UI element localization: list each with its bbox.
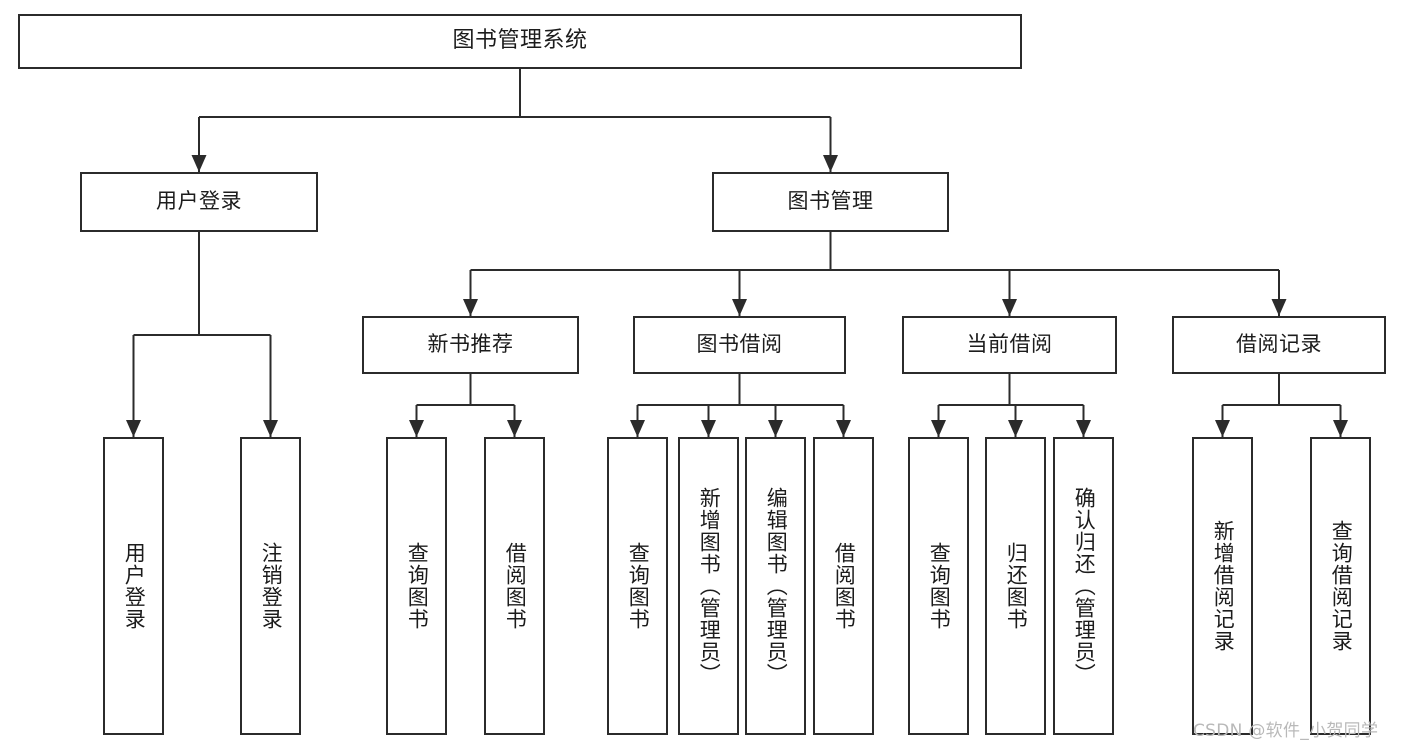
node-label: 新增借阅记录 <box>1211 520 1236 652</box>
node-leaf-add-record[interactable]: 新增借阅记录 <box>1192 437 1253 735</box>
node-book-borrow[interactable]: 图书借阅 <box>633 316 846 374</box>
node-leaf-query-book-3[interactable]: 查询图书 <box>908 437 969 735</box>
arrowhead-icon <box>409 420 424 437</box>
node-user-login[interactable]: 用户登录 <box>80 172 318 232</box>
node-label: 查询图书 <box>405 542 430 630</box>
arrowhead-icon <box>1271 299 1287 316</box>
node-label: 图书管理 <box>787 189 874 214</box>
node-leaf-query-record[interactable]: 查询借阅记录 <box>1310 437 1371 735</box>
arrowhead-icon <box>768 420 783 437</box>
arrowhead-icon <box>1008 420 1023 437</box>
arrowhead-icon <box>823 155 838 172</box>
node-label: 用户登录 <box>122 542 147 630</box>
node-leaf-logout[interactable]: 注销登录 <box>240 437 301 735</box>
arrowhead-icon <box>126 420 141 437</box>
node-current-borrow[interactable]: 当前借阅 <box>902 316 1117 374</box>
node-label: 确认归还（管理员） <box>1072 487 1097 685</box>
node-root[interactable]: 图书管理系统 <box>18 14 1022 69</box>
node-leaf-borrow-book-2[interactable]: 借阅图书 <box>813 437 874 735</box>
node-leaf-add-book[interactable]: 新增图书（管理员） <box>678 437 739 735</box>
node-label: 图书借阅 <box>696 332 783 357</box>
node-book-manage[interactable]: 图书管理 <box>712 172 949 232</box>
node-label: 归还图书 <box>1004 542 1029 630</box>
node-label: 新书推荐 <box>427 332 514 357</box>
arrowhead-icon <box>463 299 478 316</box>
arrowhead-icon <box>1215 420 1230 437</box>
node-leaf-borrow-book-1[interactable]: 借阅图书 <box>484 437 545 735</box>
node-label: 借阅图书 <box>503 542 528 630</box>
node-leaf-confirm-return[interactable]: 确认归还（管理员） <box>1053 437 1114 735</box>
node-borrow-record[interactable]: 借阅记录 <box>1172 316 1386 374</box>
arrowhead-icon <box>1076 420 1091 437</box>
node-leaf-edit-book[interactable]: 编辑图书（管理员） <box>745 437 806 735</box>
node-label: 查询图书 <box>927 542 952 630</box>
arrowhead-icon <box>1002 299 1017 316</box>
arrowhead-icon <box>836 420 851 437</box>
arrowhead-icon <box>630 420 645 437</box>
node-leaf-query-book-2[interactable]: 查询图书 <box>607 437 668 735</box>
node-label: 查询借阅记录 <box>1329 520 1354 652</box>
node-label: 新增图书（管理员） <box>697 487 722 685</box>
node-new-book-rec[interactable]: 新书推荐 <box>362 316 579 374</box>
arrowhead-icon <box>263 420 278 437</box>
arrowhead-icon <box>931 420 946 437</box>
arrowhead-icon <box>191 155 207 172</box>
node-label: 编辑图书（管理员） <box>764 487 789 685</box>
arrowhead-icon <box>701 420 716 437</box>
node-label: 注销登录 <box>259 542 284 630</box>
node-leaf-user-login[interactable]: 用户登录 <box>103 437 164 735</box>
arrowhead-icon <box>1333 420 1348 437</box>
node-leaf-return-book[interactable]: 归还图书 <box>985 437 1046 735</box>
node-label: 图书管理系统 <box>452 28 588 54</box>
node-label: 借阅图书 <box>832 542 857 630</box>
node-label: 借阅记录 <box>1236 332 1322 357</box>
node-label: 查询图书 <box>626 542 651 630</box>
node-label: 当前借阅 <box>966 332 1053 357</box>
node-label: 用户登录 <box>156 189 242 214</box>
arrowhead-icon <box>732 299 747 316</box>
node-leaf-query-book-1[interactable]: 查询图书 <box>386 437 447 735</box>
arrowhead-icon <box>507 420 522 437</box>
csdn-watermark: CSDN @软件_小贺同学 <box>1193 721 1379 741</box>
